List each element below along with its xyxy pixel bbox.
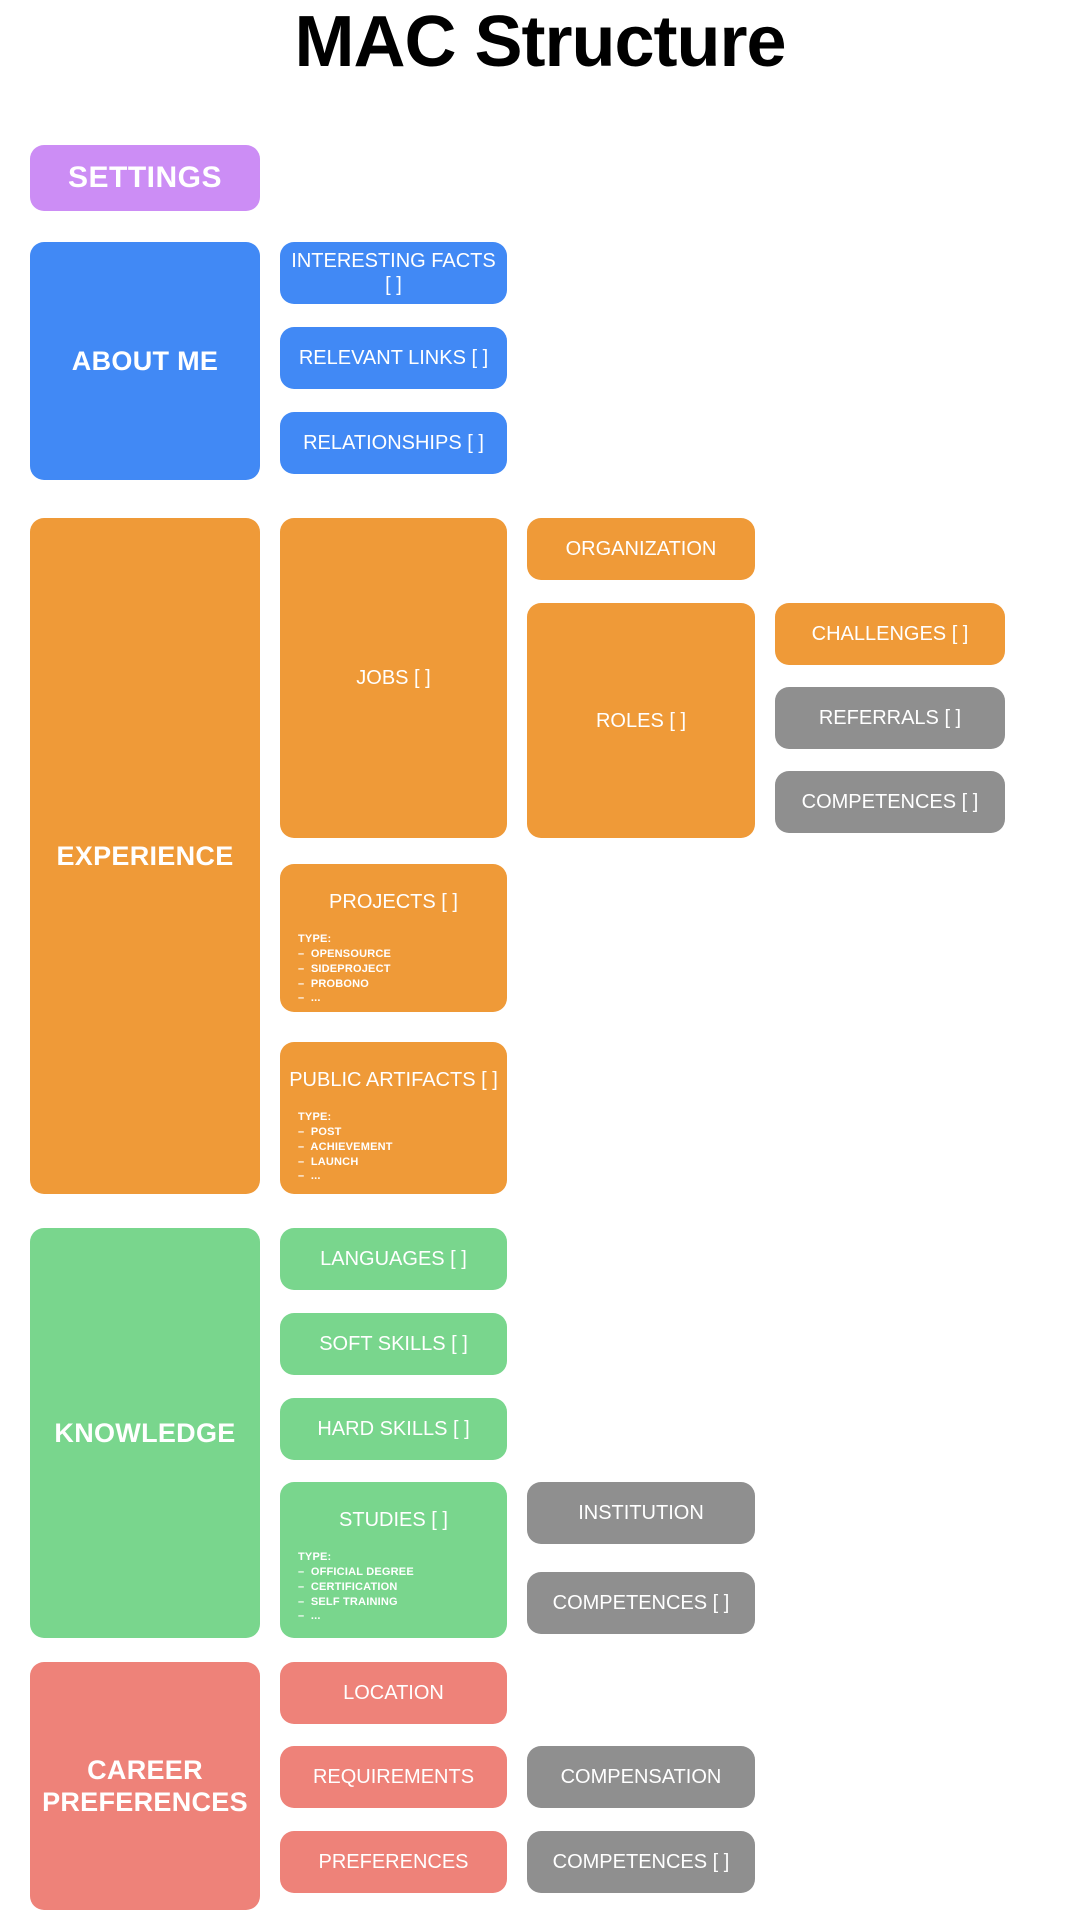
public-artifacts-type-list: TYPE: – POST – ACHIEVEMENT – LAUNCH – ..… bbox=[280, 1110, 393, 1184]
public-artifacts-type-item: – ... bbox=[298, 1170, 321, 1183]
node-relationships-label: RELATIONSHIPS [ ] bbox=[303, 432, 484, 454]
node-institution-label: INSTITUTION bbox=[578, 1502, 704, 1524]
node-jobs[interactable]: JOBS [ ] bbox=[280, 518, 507, 838]
node-settings-label: SETTINGS bbox=[67, 161, 222, 194]
node-projects-label: PROJECTS [ ] bbox=[329, 891, 458, 913]
node-roles[interactable]: ROLES [ ] bbox=[527, 603, 755, 838]
node-challenges-label: CHALLENGES [ ] bbox=[811, 623, 969, 645]
node-languages[interactable]: LANGUAGES [ ] bbox=[280, 1228, 507, 1290]
studies-type-item: – ... bbox=[298, 1610, 321, 1623]
node-about-me-label: ABOUT ME bbox=[71, 345, 219, 376]
page-title: MAC Structure bbox=[294, 2, 786, 82]
node-settings[interactable]: SETTINGS bbox=[30, 145, 260, 211]
node-interesting-facts-label: INTERESTING FACTS [ ] bbox=[291, 250, 496, 296]
studies-type-item: – SELF TRAINING bbox=[298, 1595, 398, 1608]
node-compensation[interactable]: COMPENSATION bbox=[527, 1746, 755, 1808]
node-hard-skills[interactable]: HARD SKILLS [ ] bbox=[280, 1398, 507, 1460]
node-soft-skills-label: SOFT SKILLS [ ] bbox=[319, 1333, 468, 1355]
studies-type-item: – CERTIFICATION bbox=[298, 1580, 398, 1593]
node-jobs-label: JOBS [ ] bbox=[356, 667, 431, 689]
node-experience-label: EXPERIENCE bbox=[56, 840, 234, 871]
node-knowledge[interactable]: KNOWLEDGE bbox=[30, 1228, 260, 1638]
node-experience[interactable]: EXPERIENCE bbox=[30, 518, 260, 1194]
node-knowledge-label: KNOWLEDGE bbox=[54, 1417, 236, 1448]
node-requirements[interactable]: REQUIREMENTS bbox=[280, 1746, 507, 1808]
projects-type-item: – OPENSOURCE bbox=[298, 947, 392, 960]
public-artifacts-type-heading: TYPE: bbox=[298, 1111, 332, 1123]
node-studies-label: STUDIES [ ] bbox=[339, 1509, 448, 1531]
node-institution[interactable]: INSTITUTION bbox=[527, 1482, 755, 1544]
node-preferences-label: PREFERENCES bbox=[318, 1851, 469, 1873]
public-artifacts-type-item: – POST bbox=[298, 1125, 342, 1138]
projects-type-item: – SIDEPROJECT bbox=[298, 962, 391, 975]
node-relevant-links[interactable]: RELEVANT LINKS [ ] bbox=[280, 327, 507, 389]
node-about-me[interactable]: ABOUT ME bbox=[30, 242, 260, 480]
studies-type-list: TYPE: – OFFICIAL DEGREE – CERTIFICATION … bbox=[280, 1550, 414, 1624]
node-interesting-facts[interactable]: INTERESTING FACTS [ ] bbox=[280, 242, 507, 304]
studies-type-item: – OFFICIAL DEGREE bbox=[298, 1565, 414, 1578]
node-relationships[interactable]: RELATIONSHIPS [ ] bbox=[280, 412, 507, 474]
node-referrals[interactable]: REFERRALS [ ] bbox=[775, 687, 1005, 749]
node-knowledge-competences[interactable]: COMPETENCES [ ] bbox=[527, 1572, 755, 1634]
public-artifacts-type-item: – LAUNCH bbox=[298, 1155, 359, 1168]
node-preferences[interactable]: PREFERENCES bbox=[280, 1831, 507, 1893]
node-career-preferences-label-line2: PREFERENCES bbox=[42, 1787, 248, 1817]
node-knowledge-competences-label: COMPETENCES [ ] bbox=[552, 1592, 730, 1614]
node-career-competences-label: COMPETENCES [ ] bbox=[552, 1851, 730, 1873]
node-organization-label: ORGANIZATION bbox=[565, 538, 717, 560]
node-experience-competences[interactable]: COMPETENCES [ ] bbox=[775, 771, 1005, 833]
node-career-preferences[interactable]: CAREER PREFERENCES bbox=[30, 1662, 260, 1910]
node-location[interactable]: LOCATION bbox=[280, 1662, 507, 1724]
projects-type-list: TYPE: – OPENSOURCE – SIDEPROJECT – PROBO… bbox=[280, 932, 391, 1006]
node-organization[interactable]: ORGANIZATION bbox=[527, 518, 755, 580]
public-artifacts-type-item: – ACHIEVEMENT bbox=[298, 1140, 393, 1153]
node-studies[interactable]: STUDIES [ ] TYPE: – OFFICIAL DEGREE – CE… bbox=[280, 1482, 507, 1638]
node-requirements-label: REQUIREMENTS bbox=[312, 1766, 475, 1788]
node-hard-skills-label: HARD SKILLS [ ] bbox=[317, 1418, 470, 1440]
node-challenges[interactable]: CHALLENGES [ ] bbox=[775, 603, 1005, 665]
node-projects[interactable]: PROJECTS [ ] TYPE: – OPENSOURCE – SIDEPR… bbox=[280, 864, 507, 1012]
node-soft-skills[interactable]: SOFT SKILLS [ ] bbox=[280, 1313, 507, 1375]
studies-type-heading: TYPE: bbox=[298, 1551, 332, 1563]
node-career-preferences-label-line1: CAREER bbox=[87, 1754, 203, 1785]
node-career-competences[interactable]: COMPETENCES [ ] bbox=[527, 1831, 755, 1893]
node-roles-label: ROLES [ ] bbox=[595, 709, 687, 732]
node-public-artifacts-label: PUBLIC ARTIFACTS [ ] bbox=[289, 1069, 498, 1091]
node-languages-label: LANGUAGES [ ] bbox=[320, 1248, 467, 1270]
projects-type-item: – ... bbox=[298, 992, 321, 1005]
node-relevant-links-label: RELEVANT LINKS [ ] bbox=[298, 347, 489, 369]
node-compensation-label: COMPENSATION bbox=[560, 1766, 722, 1788]
projects-type-heading: TYPE: bbox=[298, 933, 332, 945]
node-referrals-label: REFERRALS [ ] bbox=[818, 707, 962, 729]
projects-type-item: – PROBONO bbox=[298, 977, 370, 990]
node-experience-competences-label: COMPETENCES [ ] bbox=[801, 791, 979, 813]
node-public-artifacts[interactable]: PUBLIC ARTIFACTS [ ] TYPE: – POST – ACHI… bbox=[280, 1042, 507, 1194]
node-location-label: LOCATION bbox=[343, 1682, 444, 1704]
